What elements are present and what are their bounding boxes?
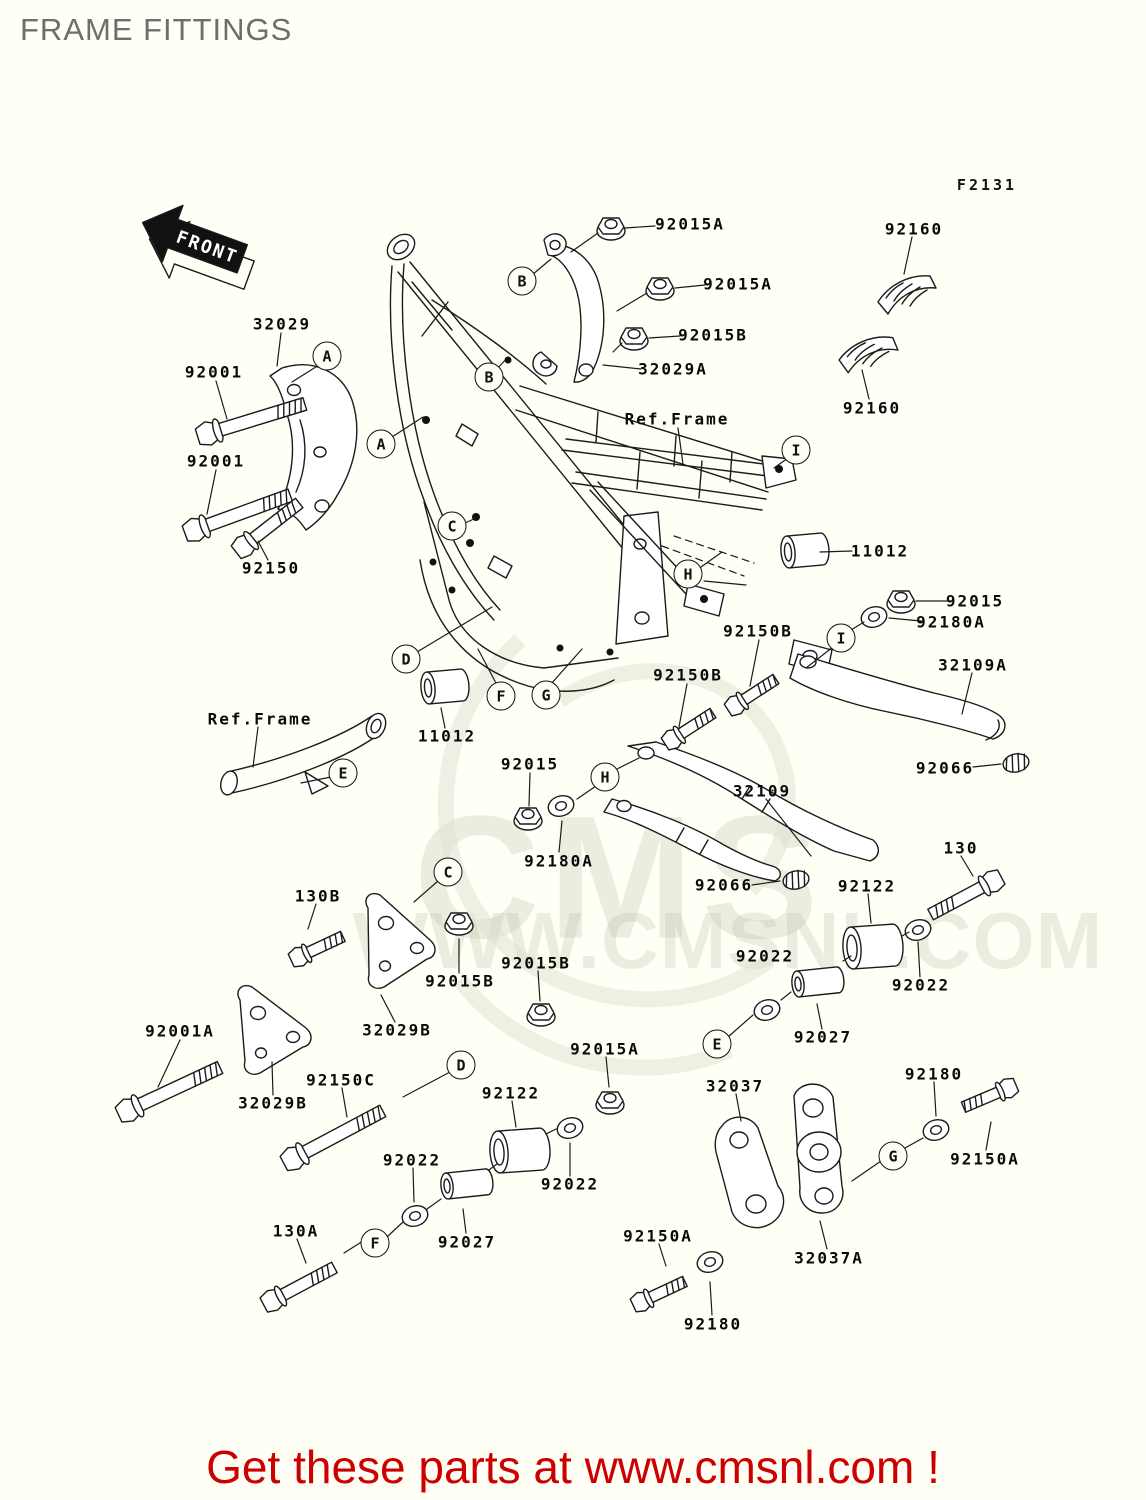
hidden-lines — [661, 535, 755, 577]
callout-c: C — [437, 511, 467, 541]
callout-b: B — [507, 266, 537, 296]
part-label-ref-frame: Ref.Frame — [207, 709, 313, 729]
promo-banner-text[interactable]: Get these parts at www.cmsnl.com ! — [206, 1441, 940, 1493]
part-label-92001: 92001 — [184, 362, 244, 382]
part-label-11012: 11012 — [850, 541, 910, 561]
part-label-92027: 92027 — [793, 1027, 853, 1047]
part-label-92066: 92066 — [915, 758, 975, 778]
callout-e: E — [328, 758, 358, 788]
part-label-92066: 92066 — [694, 875, 754, 895]
part-label-92015b: 92015B — [678, 325, 748, 345]
callout-i: I — [781, 435, 811, 465]
part-label-ref-frame: Ref.Frame — [624, 409, 730, 429]
part-label-92122: 92122 — [481, 1083, 541, 1103]
part-label-92180: 92180 — [683, 1314, 743, 1334]
callout-a: A — [366, 429, 396, 459]
callout-d: D — [391, 644, 421, 674]
callout-g: G — [878, 1141, 908, 1171]
part-label-92015b: 92015B — [501, 953, 571, 973]
part-label-92022: 92022 — [735, 946, 795, 966]
callout-i: I — [826, 623, 856, 653]
part-label-32037: 32037 — [705, 1076, 765, 1096]
part-label-92015a: 92015A — [570, 1039, 640, 1059]
part-label-92022: 92022 — [891, 975, 951, 995]
part-label-92015: 92015 — [500, 754, 560, 774]
callout-a: A — [312, 341, 342, 371]
part-label-32109a: 32109A — [938, 655, 1008, 675]
plate-32037 — [714, 1116, 785, 1229]
plate-32029b-upper — [365, 892, 436, 989]
part-label-32029b: 32029B — [362, 1020, 432, 1040]
part-label-92022: 92022 — [382, 1150, 442, 1170]
part-label-92150b: 92150B — [723, 621, 793, 641]
part-label-92160: 92160 — [842, 398, 902, 418]
part-label-92022: 92022 — [540, 1174, 600, 1194]
damper-92160-lower — [837, 333, 900, 377]
part-label-130b: 130B — [294, 886, 342, 906]
part-label-92001a: 92001A — [145, 1021, 215, 1041]
callout-h: H — [590, 762, 620, 792]
part-label-11012: 11012 — [417, 726, 477, 746]
part-label-32109: 32109 — [732, 781, 792, 801]
part-label-32029b: 32029B — [238, 1093, 308, 1113]
part-label-92027: 92027 — [437, 1232, 497, 1252]
callout-d: D — [446, 1050, 476, 1080]
part-label-92160: 92160 — [884, 219, 944, 239]
plate-32029b-lower — [237, 984, 312, 1075]
figure-code: F2131 — [956, 176, 1018, 194]
callout-f: F — [360, 1228, 390, 1258]
part-label-32029: 32029 — [252, 314, 312, 334]
left-ref-frame-tube — [220, 712, 387, 796]
part-label-92122: 92122 — [837, 876, 897, 896]
part-label-130: 130 — [943, 838, 979, 858]
promo-banner[interactable]: Get these parts at www.cmsnl.com ! — [0, 1440, 1146, 1494]
callout-e: E — [702, 1029, 732, 1059]
leader-lines — [157, 225, 1002, 1316]
part-label-32037a: 32037A — [794, 1248, 864, 1268]
part-label-32029a: 32029A — [638, 359, 708, 379]
callout-b: B — [474, 362, 504, 392]
bracket-32029a — [532, 233, 605, 383]
part-label-92180a: 92180A — [524, 851, 594, 871]
callout-h: H — [673, 559, 703, 589]
callout-f: F — [486, 681, 516, 711]
part-label-92015a: 92015A — [703, 274, 773, 294]
bracket-32109a — [789, 653, 1006, 741]
part-label-92150a: 92150A — [623, 1226, 693, 1246]
part-label-92015: 92015 — [945, 591, 1005, 611]
part-label-92150c: 92150C — [306, 1070, 376, 1090]
callout-c: C — [433, 857, 463, 887]
watermark-crest — [437, 634, 796, 1076]
part-label-92001: 92001 — [186, 451, 246, 471]
part-label-92150a: 92150A — [950, 1149, 1020, 1169]
front-arrow-icon: FRONT — [141, 204, 255, 290]
part-label-92180a: 92180A — [916, 612, 986, 632]
plate-32037a — [793, 1083, 844, 1214]
callout-g: G — [531, 680, 561, 710]
main-frame — [386, 233, 773, 692]
part-label-92015b: 92015B — [425, 971, 495, 991]
page-title: FRAME FITTINGS — [20, 12, 293, 47]
part-label-130a: 130A — [272, 1221, 320, 1241]
part-label-92015a: 92015A — [655, 214, 725, 234]
bracket-32109 — [603, 741, 879, 882]
damper-92160-upper — [877, 275, 937, 315]
part-label-92150b: 92150B — [653, 665, 723, 685]
part-label-92180: 92180 — [904, 1064, 964, 1084]
part-label-92150: 92150 — [241, 558, 301, 578]
